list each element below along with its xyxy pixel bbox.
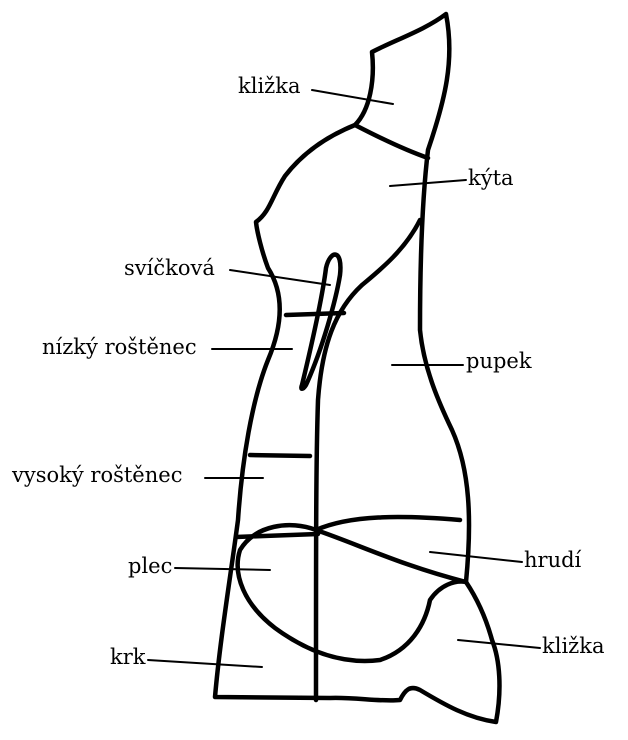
label-svickova: svíčková	[124, 258, 215, 279]
label-plec: plec	[128, 556, 172, 577]
carcass-outline	[215, 14, 499, 722]
seam-plec-top	[236, 534, 318, 537]
label-klizka-top: kližka	[238, 76, 300, 97]
label-kyta: kýta	[468, 168, 514, 189]
label-krk: krk	[110, 647, 146, 668]
label-pupek: pupek	[466, 351, 532, 372]
seam-vysoky-top	[250, 455, 310, 456]
label-hrudi: hrudí	[524, 550, 581, 571]
label-nizky-rostenec: nízký roštěnec	[42, 337, 197, 358]
label-vysoky-rostenec: vysoký roštěnec	[12, 465, 182, 486]
label-klizka-bottom: kližka	[542, 636, 604, 657]
seam-nizky-top	[286, 313, 344, 315]
